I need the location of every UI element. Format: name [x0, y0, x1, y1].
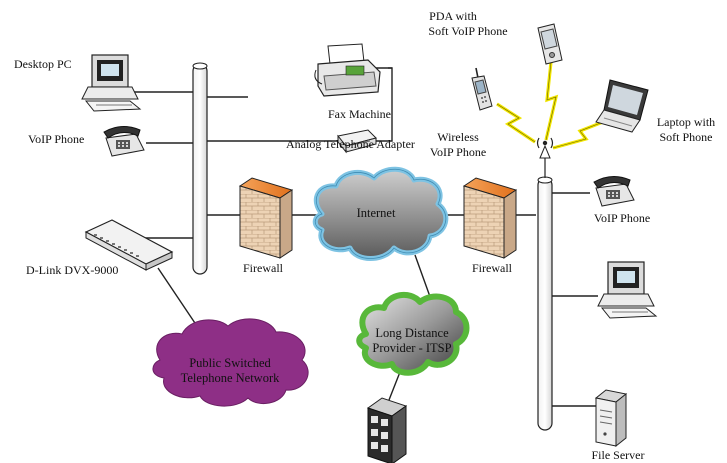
- pstn-label-line2: Telephone Network: [181, 371, 280, 385]
- voip-phone-icon: [103, 126, 145, 157]
- lightning-to-wireless-phone: [496, 102, 536, 144]
- file-server-icon: [594, 389, 628, 448]
- voip-phone-icon: [593, 176, 635, 207]
- backbone-left: [192, 62, 208, 275]
- wireless-signal-icons: [496, 61, 604, 150]
- itsp-cloud: Long Distance Provider - ITSP: [356, 291, 470, 376]
- label-fax-machine: Fax Machine: [328, 107, 391, 121]
- itsp-label-line1: Long Distance: [375, 326, 449, 340]
- switch-icon: [84, 219, 174, 271]
- lightning-to-laptop: [552, 120, 604, 150]
- fax-machine-icon: [314, 43, 381, 97]
- link-itsp-building: [388, 371, 401, 401]
- pda-icon: [537, 23, 563, 65]
- labels: Desktop PC VoIP Phone Fax Machine Analog…: [14, 9, 715, 462]
- label-analog-adapter: Analog Telephone Adapter: [286, 137, 415, 151]
- pstn-cloud: Public Switched Telephone Network: [152, 318, 309, 407]
- label-file-server: File Server: [592, 448, 645, 462]
- backbone-right: [537, 176, 553, 431]
- label-desktop-pc: Desktop PC: [14, 57, 72, 71]
- label-pda-line2: Soft VoIP Phone: [428, 24, 507, 38]
- label-wireless-line2: VoIP Phone: [430, 145, 486, 159]
- label-pda-line1: PDA with: [429, 9, 477, 23]
- label-firewall-right: Firewall: [472, 261, 513, 275]
- desktop-pc-icon: [81, 54, 142, 112]
- label-firewall-left: Firewall: [243, 261, 284, 275]
- firewall-icon: [462, 177, 518, 259]
- building-icon: [366, 397, 408, 463]
- wireless-phone-icon: [471, 67, 493, 111]
- access-point-icon: [536, 137, 554, 178]
- internet-label: Internet: [357, 206, 396, 220]
- analog-adapter-icon: [337, 129, 377, 154]
- label-dlink: D-Link DVX-9000: [26, 263, 118, 277]
- label-voip-phone-left: VoIP Phone: [28, 132, 84, 146]
- label-laptop-line1: Laptop with: [657, 115, 715, 129]
- pstn-label-line1: Public Switched: [189, 356, 271, 370]
- firewall-icon: [238, 177, 294, 259]
- desktop-pc-icon: [597, 261, 658, 319]
- internet-cloud: Internet: [312, 166, 449, 261]
- label-voip-phone-right: VoIP Phone: [594, 211, 650, 225]
- lightning-to-pda: [544, 61, 559, 141]
- link-fax-adapter: [370, 67, 393, 142]
- itsp-label-line2: Provider - ITSP: [372, 341, 451, 355]
- laptop-icon: [595, 79, 649, 133]
- label-wireless-line1: Wireless: [437, 130, 479, 144]
- label-laptop-line2: Soft Phone: [659, 130, 712, 144]
